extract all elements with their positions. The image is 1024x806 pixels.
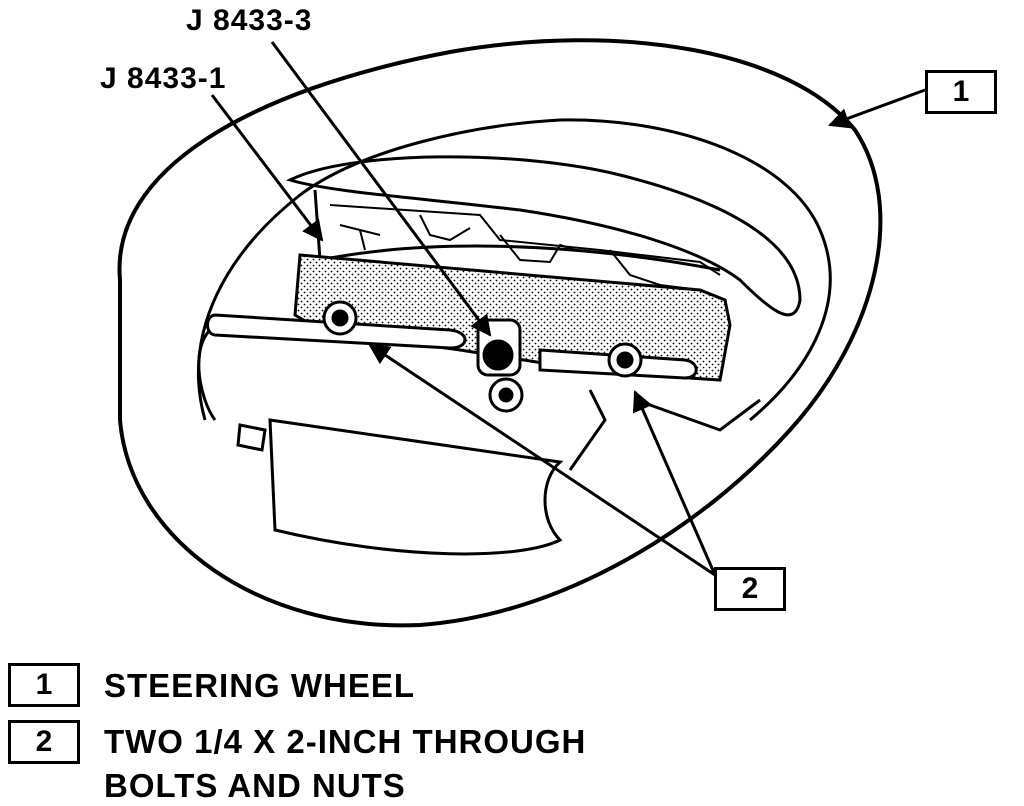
legend-box-1: 1: [8, 663, 80, 707]
steering-wheel-rim: [117, 38, 883, 628]
center-forcing-screw: [476, 318, 524, 413]
leader-lines: [210, 41, 926, 577]
legend-text-2: TWO 1/4 X 2-INCH THROUGH BOLTS AND NUTS: [104, 720, 586, 806]
callout-box-2: 2: [714, 567, 786, 611]
legend-line: STEERING WHEEL: [104, 667, 416, 704]
legend-line: TWO 1/4 X 2-INCH THROUGH: [104, 723, 587, 760]
legend-text-1: STEERING WHEEL: [104, 664, 415, 708]
legend-line: BOLTS AND NUTS: [104, 767, 406, 804]
callout-j8433-1: J 8433-1: [100, 62, 227, 95]
bolt-left: [322, 300, 358, 336]
callout-j8433-3: J 8433-3: [186, 4, 313, 37]
bolt-right: [607, 342, 643, 378]
steering-column: [197, 328, 761, 556]
legend-box-2: 2: [8, 720, 80, 764]
callout-box-1: 1: [925, 70, 997, 114]
